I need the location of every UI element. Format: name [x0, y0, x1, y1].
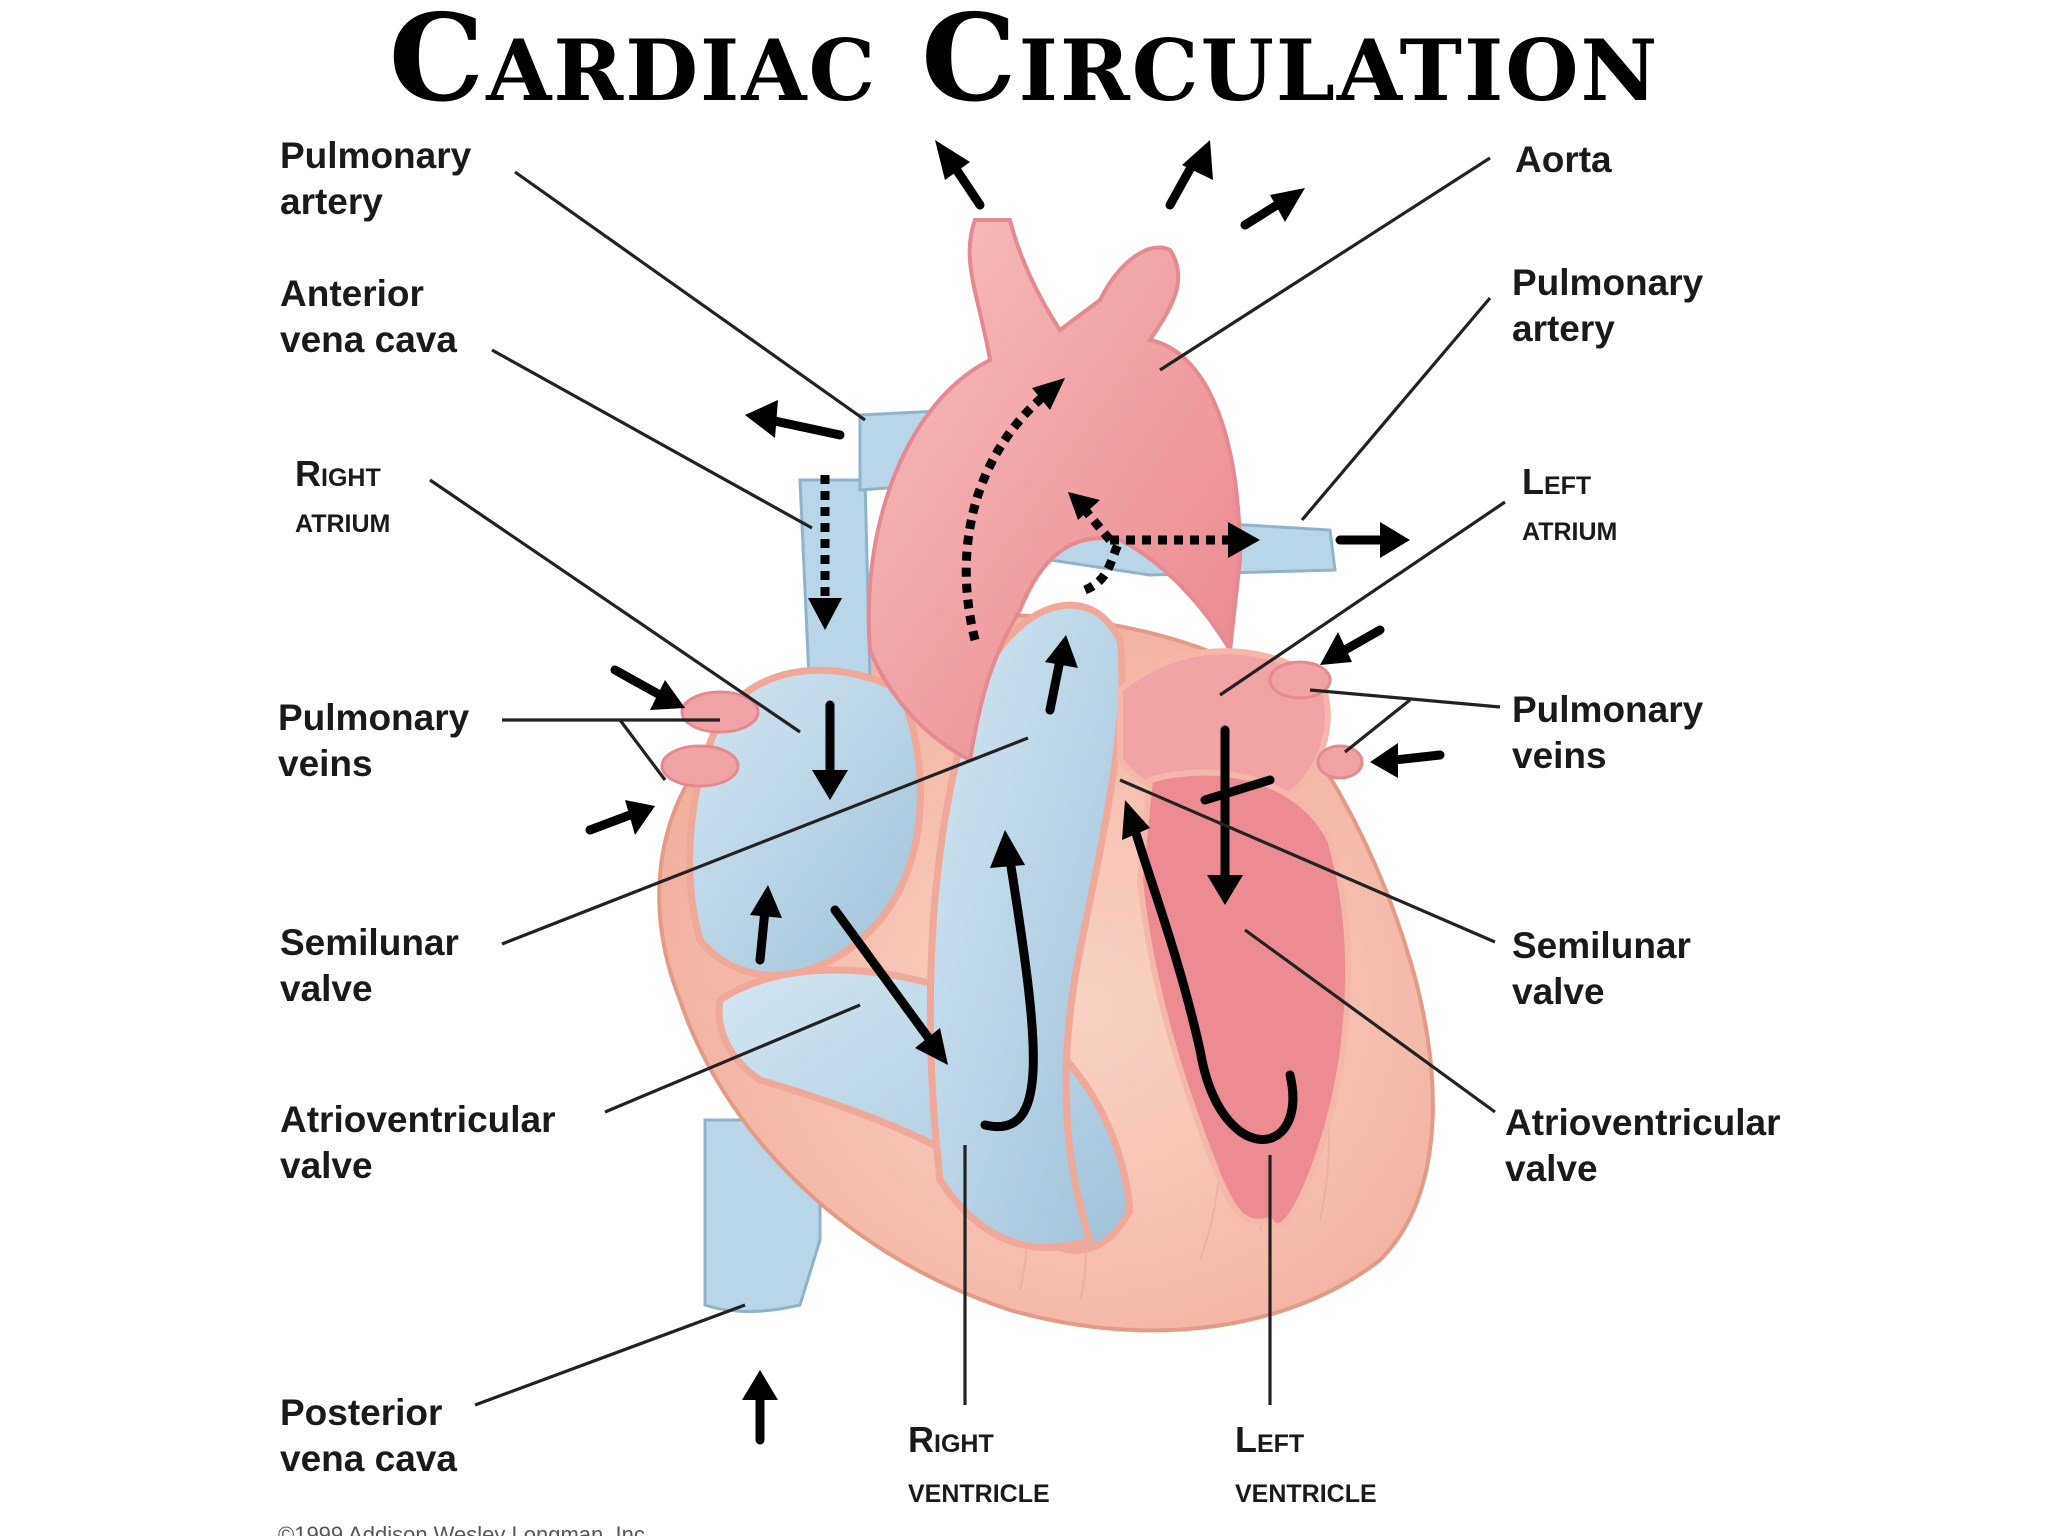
- label-pulmonary-veins-left: Pulmonary veins: [278, 697, 480, 784]
- label-posterior-vena-cava: Posterior vena cava: [280, 1392, 457, 1479]
- label-av-valve-left: Atrioventricular valve: [280, 1099, 566, 1186]
- anterior-vena-cava-vessel: [798, 478, 872, 703]
- label-right-atrium: Right atrium: [295, 453, 391, 540]
- heart-illustration: [657, 218, 1435, 1333]
- right-atrium-chamber: [686, 666, 924, 979]
- copyright-notice: ©1999 Addison Wesley Longman, Inc.: [278, 1522, 651, 1536]
- label-anterior-vena-cava: Anterior vena cava: [280, 273, 457, 360]
- label-right-ventricle: Right ventricle: [908, 1419, 1050, 1510]
- leader-lines: [429, 156, 1506, 1407]
- label-left-ventricle: Left ventricle: [1235, 1419, 1377, 1510]
- label-pulmonary-artery-right: Pulmonary artery: [1512, 262, 1714, 349]
- blood-flow-arrows: [585, 140, 1445, 1445]
- label-aorta: Aorta: [1515, 139, 1612, 180]
- aorta-vessel: [866, 218, 1243, 764]
- label-pulmonary-veins-right: Pulmonary veins: [1512, 689, 1714, 776]
- label-semilunar-valve-left: Semilunar valve: [280, 922, 469, 1009]
- left-ventricle-chamber: [1136, 769, 1352, 1229]
- label-semilunar-valve-right: Semilunar valve: [1512, 925, 1701, 1012]
- label-av-valve-right: Atrioventricular valve: [1505, 1102, 1791, 1189]
- page-title: Cardiac Circulation: [389, 0, 1660, 129]
- label-pulmonary-artery-left: Pulmonary artery: [280, 135, 482, 222]
- label-left-atrium: Left atrium: [1522, 461, 1617, 548]
